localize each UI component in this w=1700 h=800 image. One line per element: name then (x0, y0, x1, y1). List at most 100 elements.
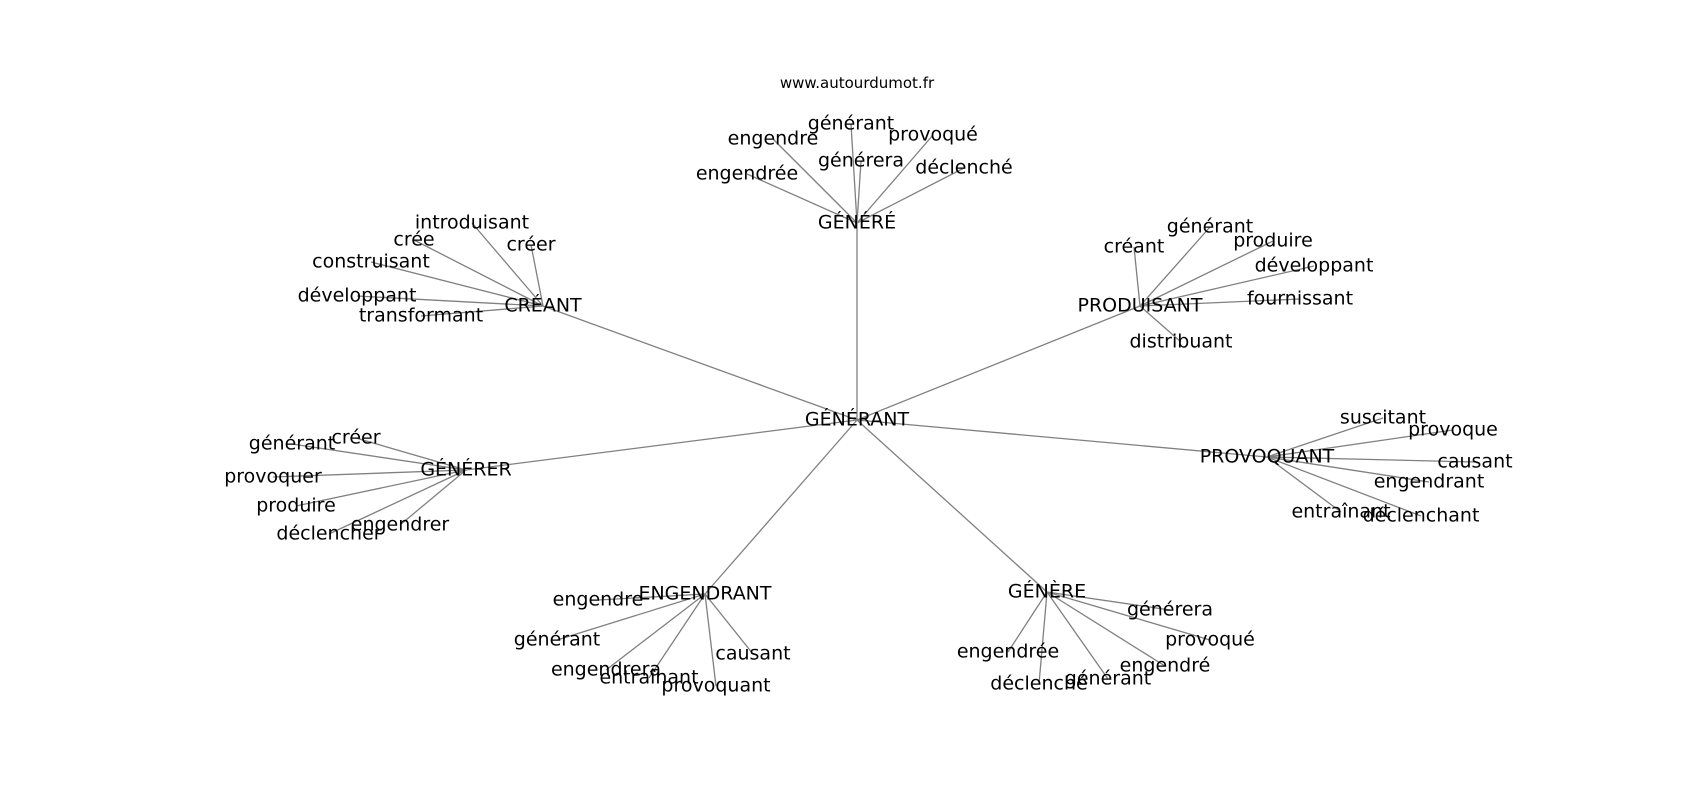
edge-hub-to-leaf (471, 222, 544, 307)
leaf-node-label: crée (393, 229, 434, 251)
leaf-node-label: créer (506, 234, 555, 256)
edge-hub-to-leaf (530, 244, 544, 307)
leaf-node-label: déclenché (990, 673, 1087, 695)
leaf-node-label: développant (298, 285, 417, 307)
leaf-node-label: provoquant (661, 675, 770, 697)
edge-root-to-hub (465, 419, 858, 471)
edge-root-to-hub (704, 419, 858, 595)
edge-hub-to-leaf (556, 593, 706, 641)
leaf-node-label: générant (249, 433, 335, 455)
hub-node-label: GÉNÈRE (1008, 580, 1086, 603)
leaf-node-label: suscitant (1340, 407, 1426, 429)
leaf-node-label: produire (1233, 230, 1313, 252)
leaf-node-label: engendrée (957, 641, 1059, 663)
leaf-node-label: distribuant (1129, 331, 1232, 353)
edge-hub-to-leaf (605, 593, 706, 671)
edge-hub-to-leaf (1266, 456, 1476, 463)
leaf-node-label: développant (1255, 255, 1374, 277)
edge-hub-to-leaf (856, 167, 965, 224)
edge-hub-to-leaf (272, 469, 467, 478)
edge-hub-to-leaf (1007, 591, 1048, 653)
root-node-label: GÉNÉRANT (805, 408, 910, 431)
leaf-node-label: engendre (553, 589, 644, 611)
edge-hub-to-leaf (1266, 456, 1342, 513)
label-layer: GÉNÉRANTGÉNÉRÉengendregénérantprovoquégé… (224, 113, 1512, 697)
hub-node-label: GÉNÉRER (420, 458, 511, 481)
edge-hub-to-leaf (856, 160, 862, 224)
edge-hub-to-leaf (1266, 417, 1384, 458)
edge-hub-to-leaf (648, 593, 706, 679)
leaf-node-label: engendrera (551, 659, 661, 681)
edge-hub-to-leaf (295, 469, 467, 507)
edge-hub-to-leaf (1139, 265, 1315, 307)
edge-root-to-hub (856, 419, 1268, 458)
leaf-node-label: provoquer (224, 466, 322, 488)
leaf-node-label: engendrée (696, 163, 798, 185)
edge-hub-to-leaf (1046, 591, 1171, 611)
leaf-node-label: transformant (359, 305, 483, 327)
edge-hub-to-leaf (1139, 226, 1211, 307)
edge-root-to-hub (856, 305, 1141, 421)
edge-hub-to-leaf (704, 593, 717, 687)
leaf-node-label: introduisant (415, 212, 529, 234)
leaf-node-label: générera (1127, 599, 1213, 621)
edge-hub-to-leaf (772, 138, 858, 224)
edge-hub-to-leaf (856, 134, 934, 224)
leaf-node-label: déclenchant (1363, 505, 1480, 527)
edge-hub-to-leaf (704, 593, 754, 655)
hub-node-label: PROVOQUANT (1200, 446, 1335, 468)
leaf-node-label: entraînant (1291, 501, 1390, 523)
leaf-node-label: entraînant (599, 667, 698, 689)
edge-hub-to-leaf (1266, 456, 1430, 483)
leaf-node-label: fournissant (1247, 288, 1353, 310)
edge-hub-to-leaf (1046, 591, 1166, 667)
leaf-node-label: créer (331, 427, 380, 449)
edge-root-to-hub (542, 305, 858, 421)
leaf-node-label: provoque (1408, 419, 1498, 441)
leaf-node-label: déclencher (276, 523, 381, 545)
hub-node-label: GÉNÉRÉ (818, 211, 896, 234)
edge-hub-to-leaf (370, 261, 544, 307)
leaf-node-label: engendré (1120, 655, 1211, 677)
edge-hub-to-leaf (1046, 591, 1109, 680)
leaf-node-label: générant (808, 113, 894, 135)
leaf-node-label: construisant (312, 251, 430, 273)
edge-hub-to-leaf (399, 469, 467, 526)
leaf-node-label: générant (1065, 668, 1151, 690)
edge-hub-to-leaf (291, 443, 467, 471)
leaf-node-label: causant (1437, 451, 1512, 473)
leaf-node-label: générera (818, 150, 904, 172)
edge-hub-to-leaf (1046, 591, 1211, 641)
hub-node-label: ENGENDRANT (638, 583, 771, 605)
leaf-node-label: déclenché (915, 157, 1012, 179)
leaf-node-label: engendre (728, 128, 819, 150)
leaf-node-label: provoqué (888, 124, 978, 146)
edge-hub-to-leaf (1266, 429, 1454, 458)
leaf-node-label: générant (1167, 216, 1253, 238)
leaf-node-label: générant (514, 629, 600, 651)
leaf-node-label: produire (256, 495, 336, 517)
edge-hub-to-leaf (1139, 305, 1182, 343)
edge-root-to-hub (856, 419, 1048, 593)
edge-hub-to-leaf (356, 295, 544, 307)
edge-hub-to-leaf (597, 593, 706, 601)
edge-hub-to-leaf (1038, 591, 1048, 685)
leaf-node-label: causant (715, 643, 790, 665)
leaf-node-label: engendrant (1374, 471, 1485, 493)
leaf-node-label: créant (1104, 236, 1165, 258)
edge-hub-to-leaf (328, 469, 467, 535)
source-label: www.autourdumot.fr (780, 74, 935, 92)
hub-node-label: CRÉANT (504, 294, 582, 317)
edge-hub-to-leaf (1139, 240, 1274, 307)
edge-hub-to-leaf (355, 437, 467, 471)
edge-hub-to-leaf (1133, 246, 1141, 307)
hub-node-label: PRODUISANT (1078, 295, 1203, 317)
edge-hub-to-leaf (413, 239, 544, 307)
leaf-node-label: provoqué (1165, 629, 1255, 651)
edge-hub-to-leaf (420, 305, 544, 317)
edge-hub-to-leaf (1139, 298, 1301, 307)
edge-layer (272, 123, 1476, 687)
leaf-node-label: engendrer (351, 514, 450, 536)
